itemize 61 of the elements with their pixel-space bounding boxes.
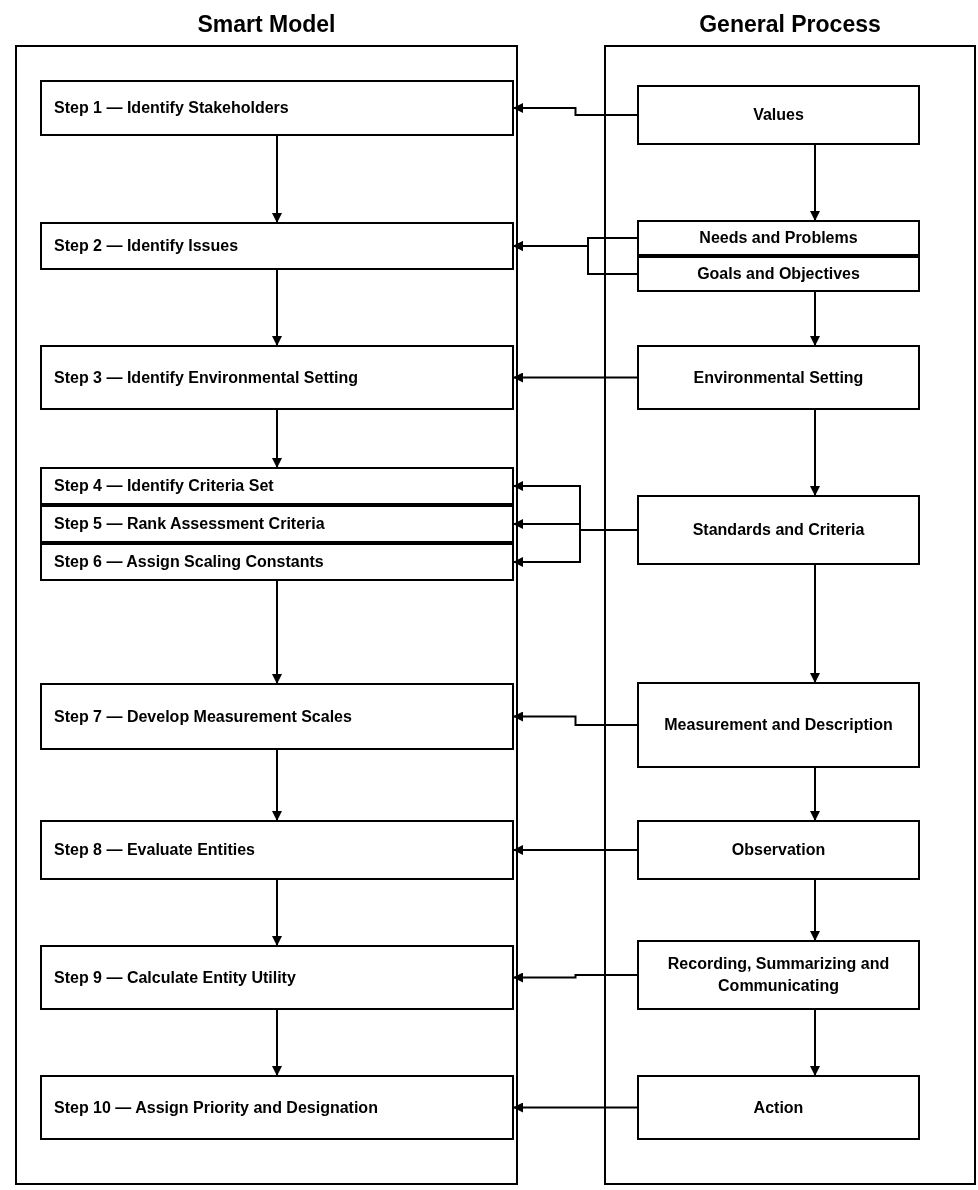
process-box: [637, 682, 920, 768]
box-label: Step 3 — Identify Environmental Setting: [54, 367, 359, 388]
arrow: [513, 372, 638, 383]
process-box: [40, 345, 514, 410]
arrow: [272, 879, 282, 946]
arrow: [810, 144, 820, 221]
process-box: [637, 495, 920, 565]
arrow: [272, 135, 282, 223]
arrow: [810, 564, 820, 683]
panel-heading: Smart Model: [196, 10, 337, 39]
arrow: [272, 580, 282, 684]
process-box: [40, 945, 514, 1010]
box-label: Action: [753, 1097, 804, 1118]
box-label: Goals and Objectives: [697, 264, 860, 284]
arrow: [272, 749, 282, 821]
arrow: [513, 241, 638, 275]
process-box: [40, 80, 514, 136]
arrow: [513, 972, 638, 983]
box-label: Standards and Criteria: [692, 520, 865, 540]
box-label: Values: [753, 105, 804, 125]
arrow: [810, 879, 820, 941]
box-label: Observation: [731, 840, 826, 860]
box-label: Step 8 — Evaluate Entities: [54, 840, 255, 860]
process-box: [40, 467, 514, 505]
process-box: [40, 505, 514, 543]
arrow: [513, 845, 638, 855]
process-box: [637, 220, 920, 256]
box-label: Step 10 — Assign Priority and Designation: [54, 1097, 378, 1118]
process-box: [637, 820, 920, 880]
arrow: [810, 291, 820, 346]
box-label: Step 6 — Assign Scaling Constants: [54, 552, 324, 572]
arrow: [513, 103, 638, 116]
process-box: [637, 256, 920, 292]
process-box: [40, 543, 514, 581]
box-label: Environmental Setting: [693, 367, 864, 388]
arrow: [272, 1009, 282, 1076]
box-label: Step 2 — Identify Issues: [54, 236, 239, 256]
box-label: Step 9 — Calculate Entity Utility: [54, 967, 296, 988]
process-box: [637, 940, 920, 1010]
process-box: [637, 345, 920, 410]
arrow: [810, 409, 820, 496]
box-label: Step 7 — Develop Measurement Scales: [54, 706, 352, 727]
box-label: Needs and Problems: [699, 228, 858, 248]
box-label: Step 4 — Identify Criteria Set: [54, 476, 274, 496]
arrow: [513, 1102, 638, 1113]
box-label: Step 5 — Rank Assessment Criteria: [54, 514, 325, 534]
box-label: Recording, Summarizing and Communicating: [666, 954, 891, 996]
process-box: [637, 1075, 920, 1140]
arrow: [810, 767, 820, 821]
process-box: [637, 85, 920, 145]
arrow: [810, 1009, 820, 1076]
arrow: [272, 269, 282, 346]
process-box: [40, 222, 514, 270]
arrow: [513, 711, 638, 726]
arrow: [272, 409, 282, 468]
process-box: [40, 820, 514, 880]
box-label: Measurement and Description: [664, 715, 893, 735]
box-label: Step 1 — Identify Stakeholders: [54, 98, 289, 118]
panel-heading: General Process: [698, 10, 882, 39]
process-box: [40, 683, 514, 750]
process-box: [40, 1075, 514, 1140]
